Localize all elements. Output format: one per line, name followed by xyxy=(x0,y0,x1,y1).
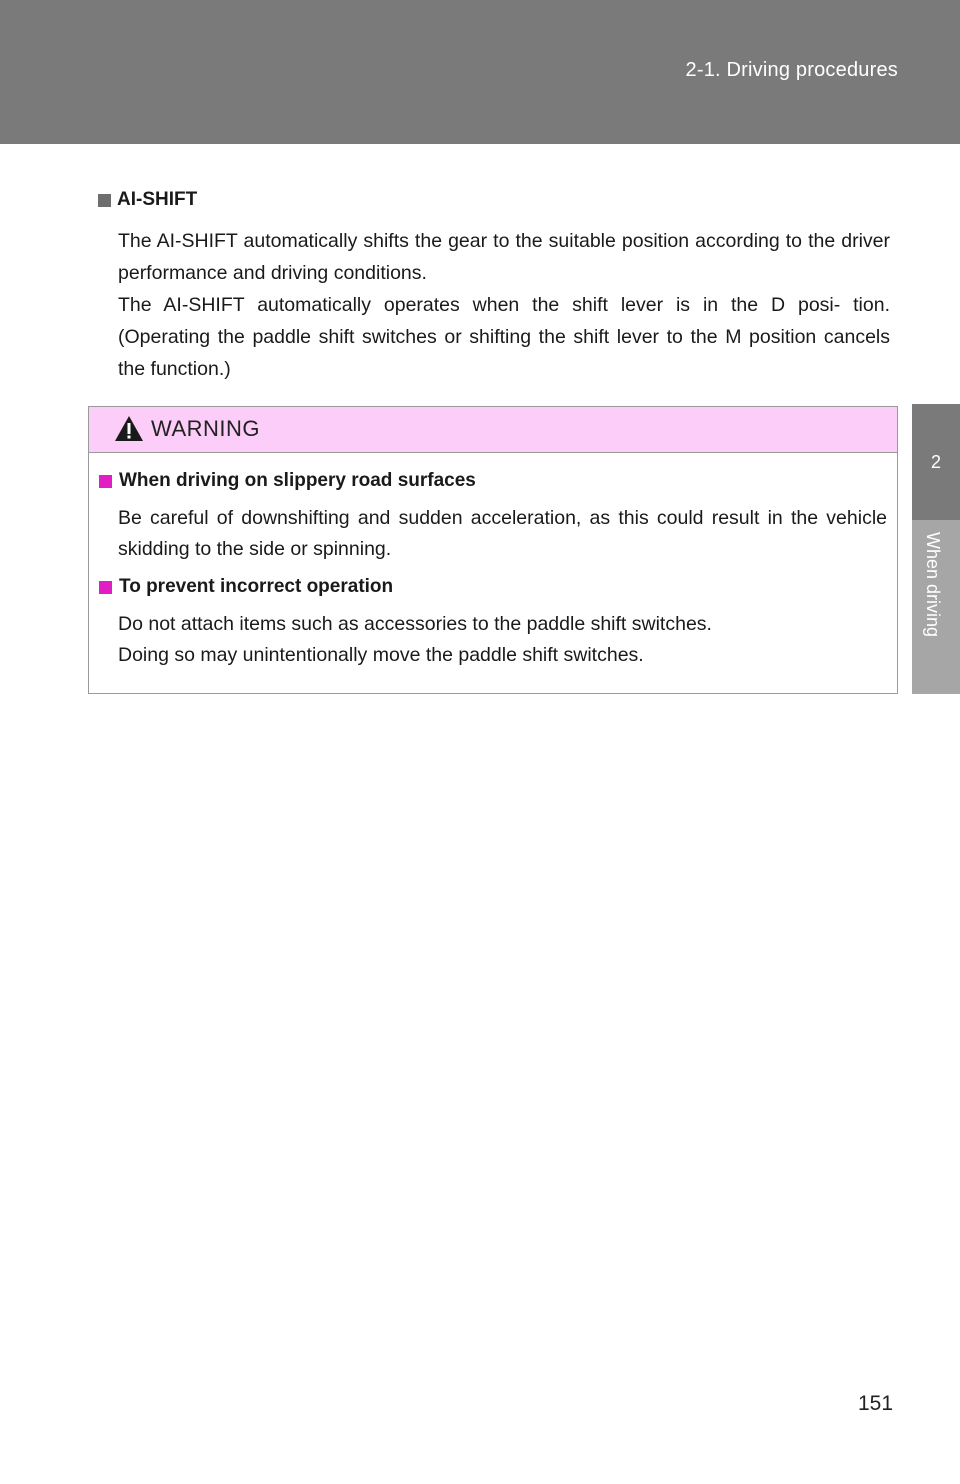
warning-item-body: Do not attach items such as accessories … xyxy=(118,609,887,671)
warning-item-heading: To prevent incorrect operation xyxy=(99,573,887,601)
chapter-number-tab: 2 xyxy=(912,404,960,520)
warning-box: WARNING When driving on slippery road su… xyxy=(88,406,898,694)
section-paragraph: The AI-SHIFT automatically operates when… xyxy=(118,294,890,380)
section-paragraph: The AI-SHIFT automatically shifts the ge… xyxy=(118,230,890,284)
chapter-title: When driving xyxy=(923,532,943,638)
warning-paragraph: Do not attach items such as accessories … xyxy=(118,613,712,635)
ai-shift-section: AI-SHIFT The AI-SHIFT automatically shif… xyxy=(98,185,890,385)
warning-paragraph: Be careful of downshifting and sudden ac… xyxy=(118,507,887,560)
chapter-title-tab xyxy=(912,520,960,694)
square-bullet-icon xyxy=(98,193,111,207)
warning-body: When driving on slippery road surfaces B… xyxy=(89,453,897,671)
section-heading-text: AI-SHIFT xyxy=(117,189,198,210)
warning-triangle-icon xyxy=(115,416,143,441)
warning-item-heading: When driving on slippery road surfaces xyxy=(99,467,887,495)
warning-item-heading-text: To prevent incorrect operation xyxy=(119,576,394,597)
warning-paragraph: Doing so may unintentionally move the pa… xyxy=(118,644,644,666)
section-heading: AI-SHIFT xyxy=(98,185,890,215)
square-bullet-icon xyxy=(99,580,112,594)
warning-item-body: Be careful of downshifting and sudden ac… xyxy=(118,503,887,565)
page-header: 2-1. Driving procedures xyxy=(0,0,960,144)
warning-item-heading-text: When driving on slippery road surfaces xyxy=(119,470,476,491)
square-bullet-icon xyxy=(99,474,112,488)
warning-title: WARNING xyxy=(151,416,261,441)
section-body: The AI-SHIFT automatically shifts the ge… xyxy=(118,225,890,385)
section-title: 2-1. Driving procedures xyxy=(685,59,898,81)
page-number: 151 xyxy=(858,1392,894,1415)
warning-header: WARNING xyxy=(89,407,897,453)
